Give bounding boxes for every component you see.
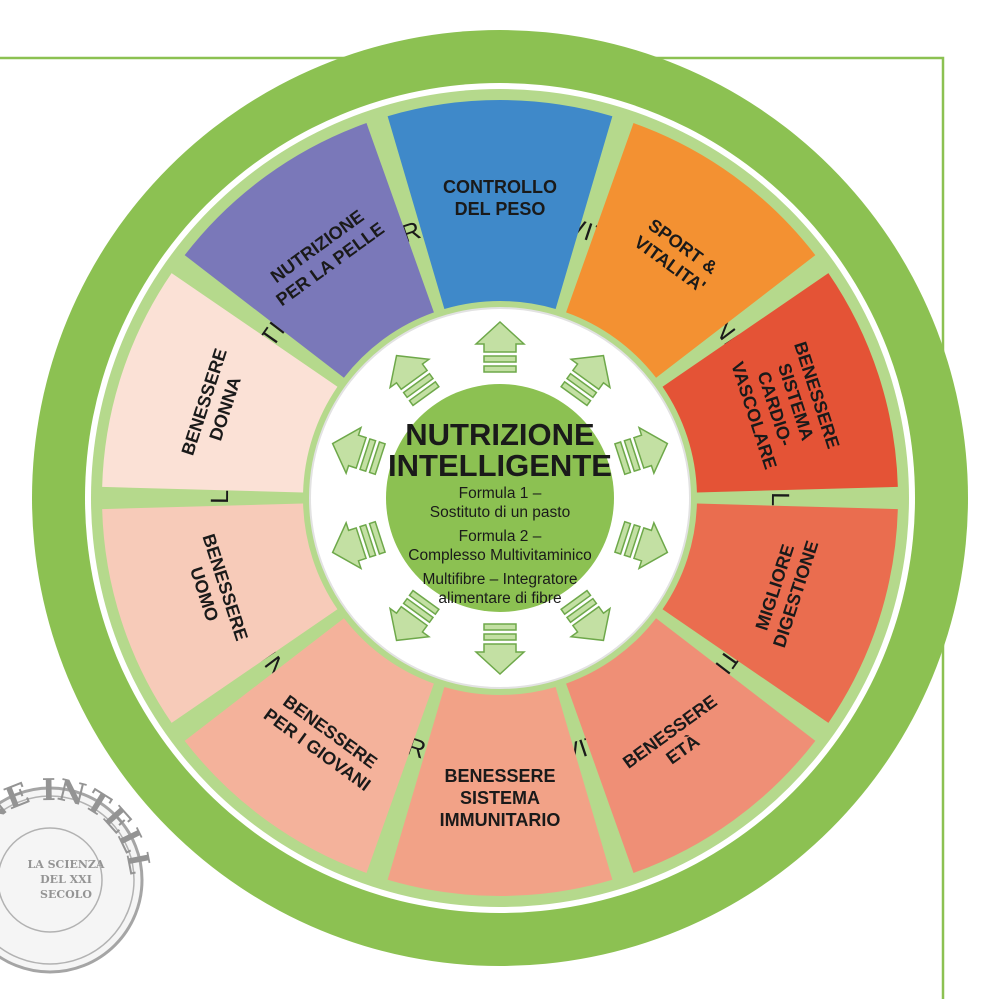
segment-4 — [662, 503, 898, 723]
arrow-bar — [359, 437, 377, 473]
segment-1 — [387, 99, 613, 310]
segment-3 — [662, 273, 898, 493]
core-item-1: Formula 1 – — [459, 485, 542, 502]
frame-line — [0, 56, 945, 999]
arrow-5 — [560, 589, 612, 642]
arrow-bar — [483, 355, 517, 363]
arrow-head — [388, 354, 431, 391]
stamp-outer-circle — [0, 786, 144, 974]
arrow-bar — [483, 633, 517, 641]
arrow-head — [474, 643, 526, 676]
core-item-5: Multifibre – Integratore — [422, 571, 577, 588]
arrow-bar — [402, 372, 435, 399]
core-item-3: Formula 2 – — [459, 528, 542, 545]
arrow-7 — [388, 589, 440, 642]
arrow-bar — [613, 441, 632, 476]
arrow-head — [632, 425, 669, 476]
segment-label-line: DEL PESO — [455, 199, 546, 219]
arrow-9 — [331, 425, 387, 476]
arrow-bar — [560, 589, 592, 616]
arrow-3 — [613, 425, 669, 476]
segment-label-line: CONTROLLO — [443, 177, 557, 197]
arrow-bar — [613, 520, 632, 555]
arrow-bar — [565, 597, 598, 624]
arrow-bar — [359, 523, 377, 559]
arrow-2 — [560, 354, 612, 407]
core-item-2: Sostituto di un pasto — [430, 504, 570, 521]
segment-7 — [184, 618, 434, 873]
arrow-bar — [483, 623, 517, 631]
arrow-bar — [565, 372, 598, 399]
arrow-bar — [560, 380, 592, 407]
arrow-bar — [483, 365, 517, 373]
segment-label-line: BENESSERE — [444, 766, 555, 786]
core-title-line-2: INTELLIGENTE — [388, 448, 612, 483]
arrow-bar — [368, 520, 387, 555]
segment-label-line: IMMUNITARIO — [440, 810, 561, 830]
arrow-6 — [474, 623, 526, 676]
core-title-line-1: NUTRIZIONE — [405, 417, 594, 452]
arrow-head — [569, 605, 612, 642]
arrow-head — [632, 520, 669, 571]
stamp-line-1: LA SCIENZA — [28, 858, 105, 871]
arrow-head — [388, 605, 431, 642]
segment-9 — [102, 273, 338, 493]
segment-5 — [566, 618, 816, 873]
arrow-10 — [388, 354, 440, 407]
arrow-bar — [408, 380, 440, 407]
segment-2 — [566, 123, 816, 378]
arrow-head — [569, 354, 612, 391]
stamp-inner-circle — [0, 827, 103, 933]
arrow-bar — [408, 589, 440, 616]
stamp-ring — [0, 795, 135, 965]
stamp-line-3: SECOLO — [40, 888, 92, 901]
core-circle — [386, 384, 614, 612]
arrow-head — [331, 520, 368, 571]
arrow-bar — [402, 597, 435, 624]
segment-label-line: SISTEMA — [460, 788, 540, 808]
segment-6 — [387, 686, 613, 897]
segment-10 — [184, 123, 434, 378]
stamp-line-2: DEL XXI — [40, 873, 92, 886]
arrow-4 — [613, 520, 669, 571]
segment-8 — [102, 503, 338, 723]
arrow-bar — [623, 523, 641, 559]
arrow-1 — [474, 320, 526, 373]
radial-arrows — [331, 320, 669, 676]
arrow-bar — [368, 441, 387, 476]
arrow-bar — [623, 437, 641, 473]
arrow-head — [474, 320, 526, 353]
core-item-4: Complesso Multivitaminico — [408, 547, 591, 564]
arrow-head — [331, 425, 368, 476]
core-item-6: alimentare di fibre — [438, 590, 561, 607]
arrow-8 — [331, 520, 387, 571]
